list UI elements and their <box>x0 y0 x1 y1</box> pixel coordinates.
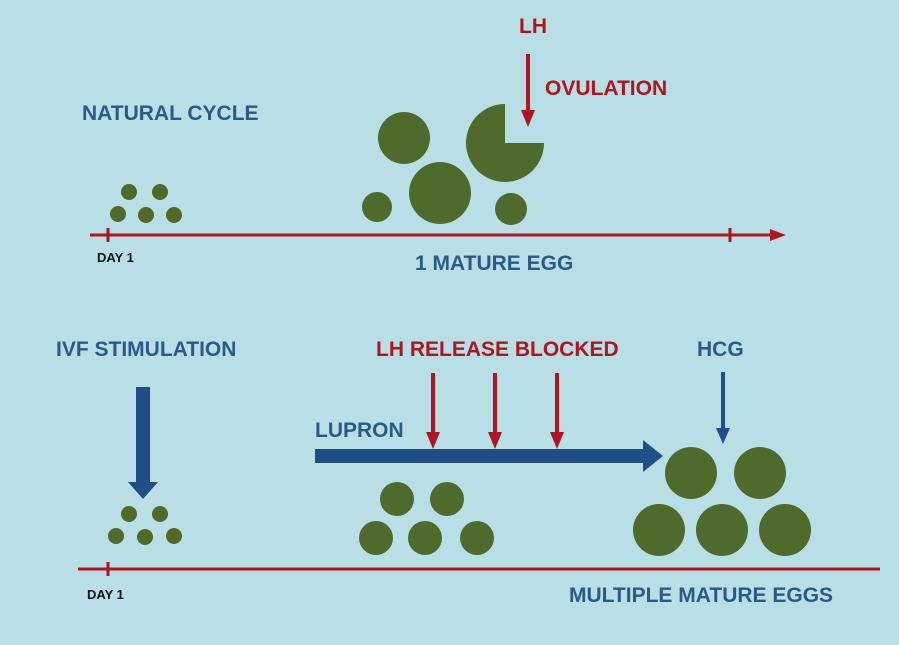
one-mature-egg-label: 1 MATURE EGG <box>415 252 574 275</box>
follicle <box>137 529 153 545</box>
ivf-stimulation-title: IVF STIMULATION <box>56 338 237 361</box>
lh-release-blocked-label: LH RELEASE BLOCKED <box>376 338 619 361</box>
follicle <box>362 192 392 222</box>
follicle <box>408 521 442 555</box>
lupron-label: LUPRON <box>315 419 404 442</box>
lh-label: LH <box>519 15 547 38</box>
day1-label-natural: DAY 1 <box>97 250 134 265</box>
blocked-arrow <box>426 373 440 449</box>
follicle <box>121 184 137 200</box>
natural-timeline <box>90 228 786 242</box>
follicle <box>138 207 154 223</box>
growing-follicles-ivf <box>359 482 494 555</box>
growing-follicles-natural <box>362 104 544 225</box>
ivf-timeline <box>78 562 880 576</box>
follicle <box>380 482 414 516</box>
multiple-mature-eggs-label: MULTIPLE MATURE EGGS <box>569 584 834 607</box>
day1-label-ivf: DAY 1 <box>87 587 124 602</box>
follicle <box>460 521 494 555</box>
small-follicles-natural <box>110 184 182 223</box>
follicle <box>152 184 168 200</box>
ovulating-follicle <box>466 104 544 182</box>
follicle <box>166 528 182 544</box>
follicle <box>495 193 527 225</box>
follicle <box>734 447 786 499</box>
follicle <box>759 504 811 556</box>
stimulation-arrow <box>128 387 158 499</box>
follicle <box>633 504 685 556</box>
lh-blocked-arrows <box>426 373 564 449</box>
ovulation-label: OVULATION <box>545 77 668 100</box>
follicle <box>121 506 137 522</box>
follicle <box>152 506 168 522</box>
natural-cycle-title: NATURAL CYCLE <box>82 102 259 125</box>
follicle <box>359 521 393 555</box>
hcg-arrow <box>716 372 730 444</box>
blocked-arrow <box>550 373 564 449</box>
follicle <box>110 206 126 222</box>
lh-arrow <box>521 54 535 127</box>
blocked-arrow <box>488 373 502 449</box>
follicle <box>696 504 748 556</box>
small-follicles-ivf <box>108 506 182 545</box>
follicle <box>378 112 430 164</box>
follicle <box>665 447 717 499</box>
follicle <box>166 207 182 223</box>
follicle <box>430 482 464 516</box>
follicle <box>108 528 124 544</box>
lupron-arrow <box>315 440 663 472</box>
mature-follicles-ivf <box>633 447 811 556</box>
follicle <box>409 162 471 224</box>
hcg-label: HCG <box>697 338 744 361</box>
